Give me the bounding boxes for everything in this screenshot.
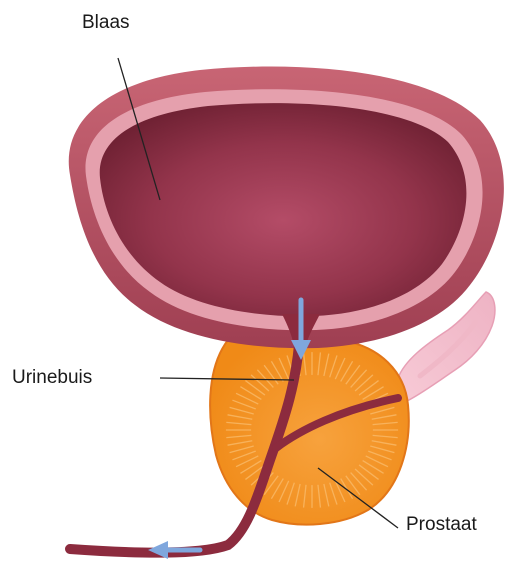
label-prostate: Prostaat [406,514,477,536]
label-urethra: Urinebuis [12,367,92,389]
label-bladder: Blaas [82,12,130,34]
